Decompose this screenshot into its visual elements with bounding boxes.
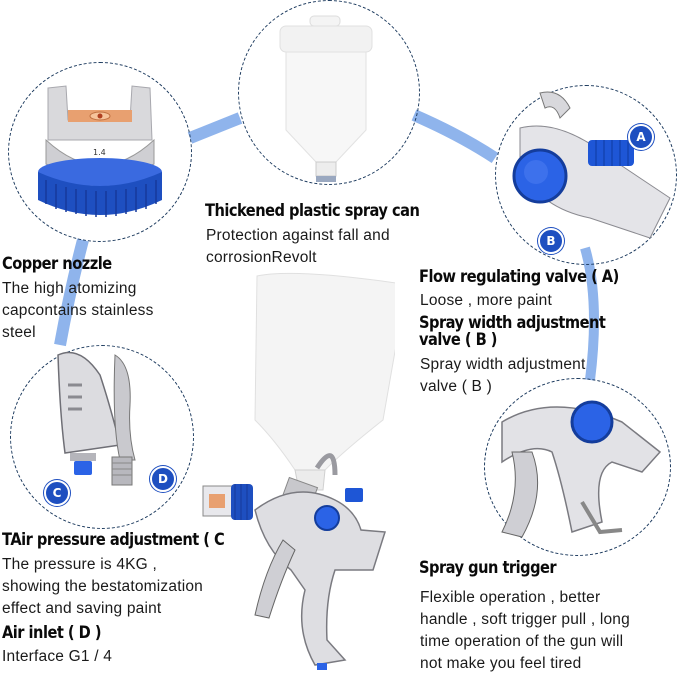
nozzle-title: Copper nozzle (2, 254, 112, 274)
plastic-cup-image (279, 15, 373, 182)
width-valve-title: Spray width adjustment valve ( B ) (419, 313, 606, 350)
badge-a: A (628, 124, 654, 150)
spray-gun-main-image (202, 272, 395, 670)
trigger-description: Flexible operation , better handle , sof… (420, 589, 630, 672)
nozzle-size-label: 1.4 (93, 148, 106, 157)
cup-description: Protection against fall and corrosionRev… (206, 227, 390, 266)
nozzle-detail-circle (8, 62, 192, 242)
air-pressure-title: TAir pressure adjustment ( C (2, 530, 225, 550)
width-valve-description: Spray width adjustment valve ( B ) (420, 356, 586, 395)
badge-d: D (150, 466, 176, 492)
valve-closeup-image (512, 91, 671, 239)
air-inlet-detail-circle (10, 345, 194, 529)
air-pressure-description: The pressure is 4KG , showing the bestat… (2, 556, 203, 617)
cup-detail-circle (238, 0, 420, 185)
flow-valve-description: Loose , more paint (420, 292, 552, 309)
air-inlet-title: Air inlet ( D ) (2, 623, 102, 643)
cup-title: Thickened plastic spray can (205, 201, 420, 221)
nozzle-description: The high atomizing capcontains stainless… (2, 280, 154, 341)
trigger-title: Spray gun trigger (419, 558, 557, 578)
copper-nozzle-image: 1.4 (38, 85, 162, 217)
badge-b: B (538, 228, 564, 254)
valve-detail-circle (495, 85, 677, 265)
badge-c: C (44, 480, 70, 506)
flow-valve-title: Flow regulating valve ( A) (419, 267, 619, 287)
air-inlet-description: Interface G1 / 4 (2, 648, 113, 665)
trigger-closeup-image (501, 400, 662, 538)
trigger-detail-circle (484, 378, 671, 556)
air-adjust-closeup-image (57, 351, 136, 486)
